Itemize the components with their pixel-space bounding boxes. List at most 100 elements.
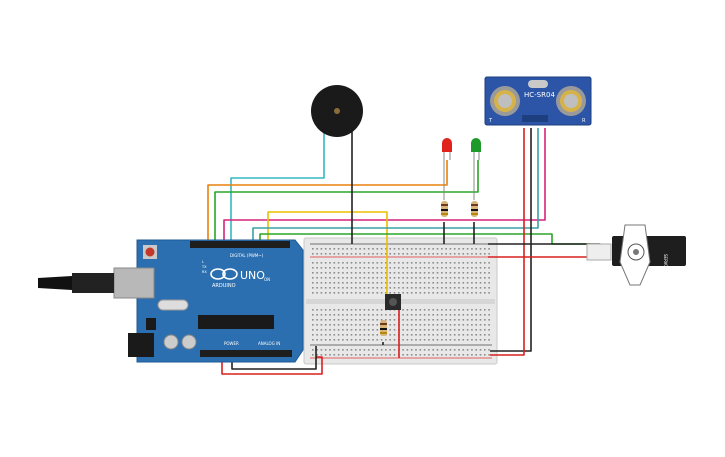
- breadboard-hole: [350, 319, 353, 321]
- breadboard-hole: [402, 314, 404, 316]
- breadboard-hole: [316, 324, 318, 326]
- power-jack[interactable]: [128, 333, 154, 357]
- breadboard-hole: [428, 314, 430, 316]
- breadboard-hole: [346, 248, 348, 250]
- breadboard-hole: [398, 287, 400, 289]
- breadboard-hole: [479, 253, 482, 255]
- breadboard-hole: [479, 329, 482, 331]
- breadboard-hole: [423, 319, 426, 321]
- breadboard-hole: [479, 309, 482, 311]
- servo-motor[interactable]: SERVO: [586, 224, 686, 286]
- wire-green[interactable]: [214, 160, 479, 244]
- push-button[interactable]: [385, 294, 401, 310]
- breadboard-hole: [428, 329, 430, 331]
- breadboard-hole: [316, 339, 318, 341]
- breadboard-hole: [406, 334, 409, 336]
- breadboard-hole: [342, 334, 344, 336]
- breadboard-hole: [410, 282, 413, 284]
- breadboard-hole: [423, 349, 426, 351]
- breadboard-hole: [432, 272, 434, 274]
- breadboard-hole: [342, 354, 344, 356]
- wire-red-servo[interactable]: [488, 256, 591, 258]
- breadboard-hole: [471, 314, 473, 316]
- breadboard-hole: [393, 319, 396, 321]
- breadboard-hole: [410, 287, 413, 289]
- breadboard-hole: [324, 277, 327, 279]
- led-red[interactable]: [442, 138, 452, 200]
- breadboard-hole: [419, 277, 422, 279]
- piezo-buzzer[interactable]: [311, 85, 363, 137]
- breadboard-hole: [453, 349, 456, 351]
- breadboard-hole: [393, 339, 396, 341]
- wire-cyan[interactable]: [230, 128, 325, 244]
- wire-red-power[interactable]: [221, 356, 323, 375]
- led-green[interactable]: [471, 138, 481, 200]
- breadboard-hole: [410, 309, 413, 311]
- breadboard-hole: [320, 329, 323, 331]
- breadboard-hole: [410, 349, 413, 351]
- breadboard-hole: [462, 248, 465, 250]
- breadboard-hole: [445, 267, 447, 269]
- wire-orange[interactable]: [207, 160, 448, 244]
- breadboard-hole: [320, 292, 323, 294]
- breadboard-hole: [475, 262, 477, 264]
- arduino-uno-board[interactable]: UNO ARDUINO DIGITAL (PWM~) POWER ANALOG …: [38, 239, 304, 363]
- breadboard-hole: [380, 339, 383, 341]
- breadboard-hole: [372, 329, 374, 331]
- breadboard-hole: [372, 314, 374, 316]
- resistor-button-pulldown[interactable]: [380, 320, 387, 336]
- breadboard-hole: [346, 319, 348, 321]
- wire-black-servo[interactable]: [488, 243, 601, 252]
- breadboard-hole: [376, 339, 379, 341]
- sensor-model-label: HC-SR04: [524, 91, 555, 99]
- breadboard-hole: [380, 319, 383, 321]
- breadboard-hole: [406, 272, 409, 274]
- ultrasonic-sensor[interactable]: HC-SR04 T R: [484, 76, 592, 126]
- breadboard-hole: [449, 339, 452, 341]
- sensor-receiver: [556, 86, 586, 116]
- breadboard-hole: [466, 319, 469, 321]
- breadboard-hole: [419, 314, 422, 316]
- breadboard-hole: [385, 248, 387, 250]
- breadboard-hole: [410, 292, 413, 294]
- breadboard-hole: [471, 248, 473, 250]
- breadboard-hole: [398, 277, 400, 279]
- breadboard-hole: [432, 248, 434, 250]
- breadboard-hole: [449, 262, 452, 264]
- breadboard-hole: [488, 349, 490, 351]
- breadboard-hole: [436, 253, 439, 255]
- usb-port[interactable]: [113, 267, 155, 299]
- breadboard-hole: [320, 314, 323, 316]
- breadboard-hole: [471, 349, 473, 351]
- breadboard-hole: [393, 329, 396, 331]
- breadboard-hole: [372, 339, 374, 341]
- breadboard-hole: [333, 309, 336, 311]
- breadboard-hole: [466, 349, 469, 351]
- breadboard-hole: [445, 349, 447, 351]
- breadboard-hole: [445, 282, 447, 284]
- breadboard-hole: [393, 248, 396, 250]
- breadboard-hole: [488, 329, 490, 331]
- breadboard-hole: [333, 262, 336, 264]
- wire-teal[interactable]: [252, 128, 539, 244]
- breadboard-holes: [312, 248, 490, 356]
- breadboard-hole: [324, 287, 327, 289]
- breadboard-hole: [415, 349, 417, 351]
- breadboard-hole: [359, 267, 361, 269]
- resistor-red-led[interactable]: [441, 201, 448, 217]
- breadboard-hole: [402, 292, 404, 294]
- breadboard-hole: [316, 309, 318, 311]
- l-led-label: L: [202, 260, 204, 264]
- wire-magenta[interactable]: [223, 128, 546, 244]
- breadboard-hole: [436, 349, 439, 351]
- breadboard-hole: [380, 354, 383, 356]
- breadboard-hole: [466, 329, 469, 331]
- breadboard-hole: [462, 324, 465, 326]
- wire-black-sensor[interactable]: [490, 128, 532, 352]
- breadboard-hole: [410, 314, 413, 316]
- resistor-green-led[interactable]: [471, 201, 478, 217]
- breadboard-hole: [355, 287, 357, 289]
- breadboard-hole: [428, 349, 430, 351]
- breadboard-hole: [320, 253, 323, 255]
- wire-red-sensor[interactable]: [490, 128, 525, 356]
